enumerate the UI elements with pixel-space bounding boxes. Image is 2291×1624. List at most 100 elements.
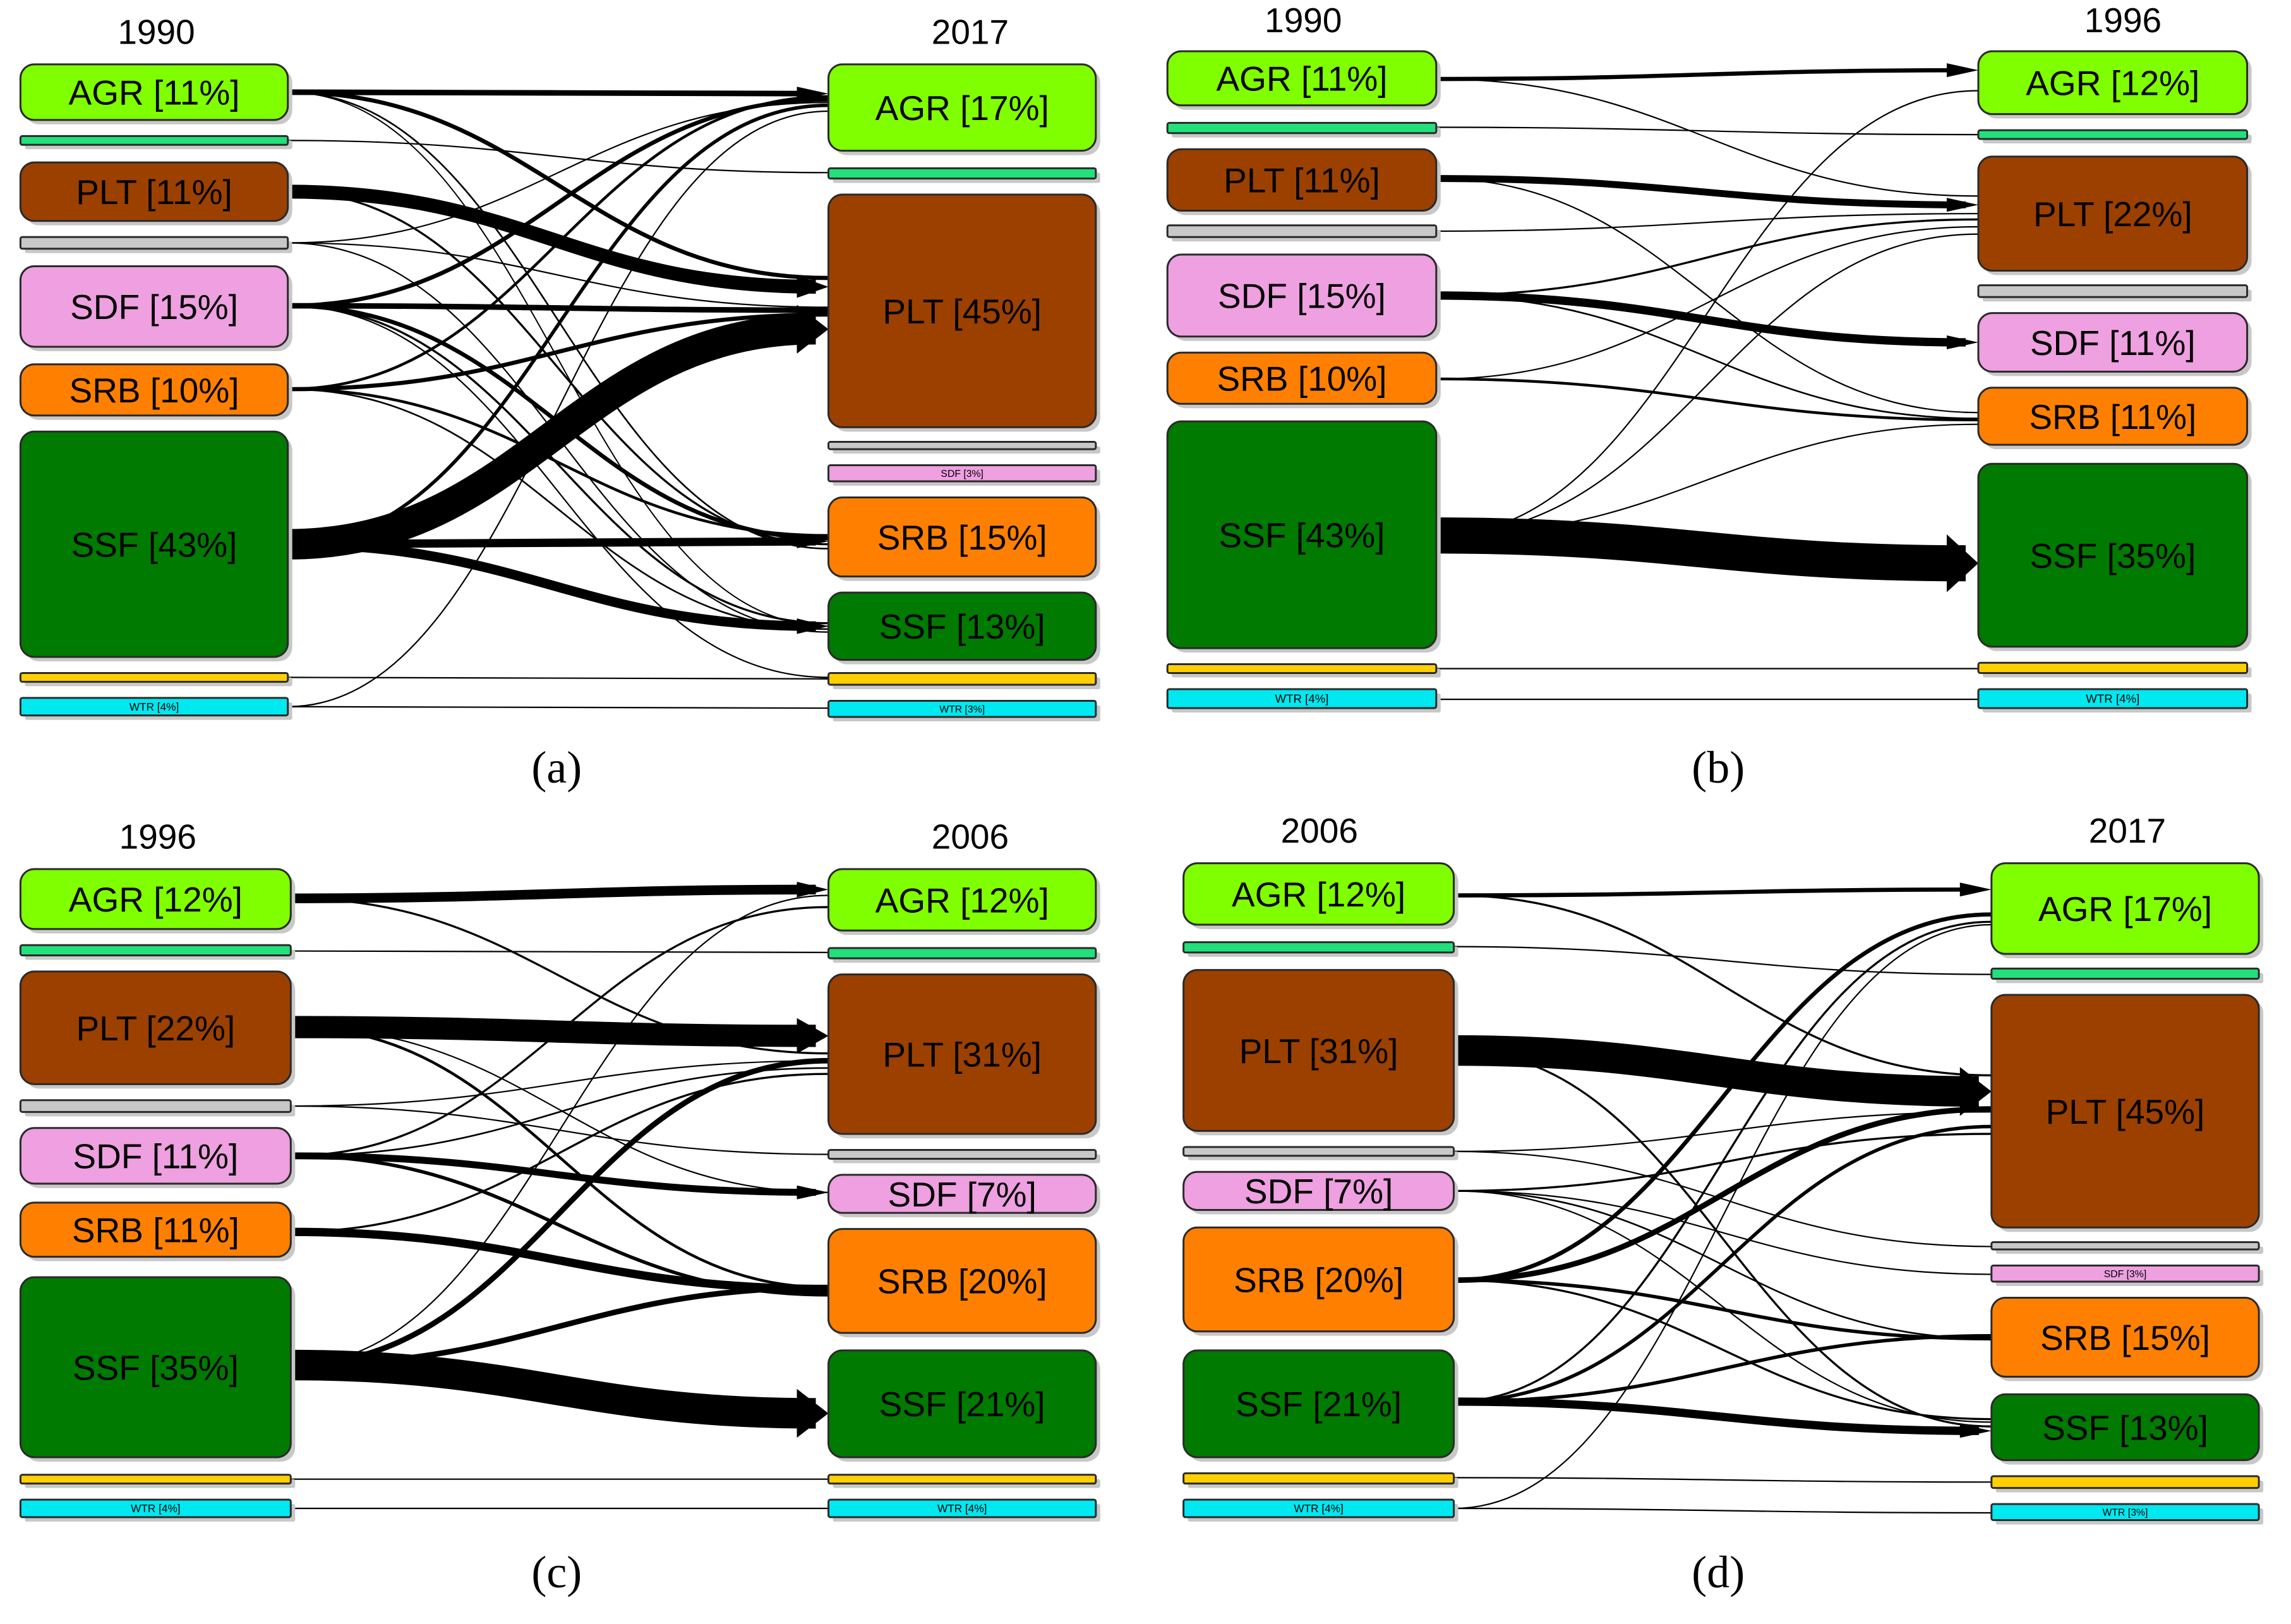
flow-arrowhead [797,275,829,298]
flow-ssf-to-srb [1453,1333,1992,1404]
node-label: SDF [11%] [73,1137,238,1176]
flow-arrowhead [797,881,829,898]
node-plt-left: PLT [22%] [19,970,296,1089]
node-label: SDF [11%] [2030,323,2196,363]
node-label: WTR [4%] [1294,1502,1343,1515]
flow-agr-to-srb [287,91,829,550]
node-agr-left: AGR [12%] [1182,862,1458,929]
node-ssf-right: SSF [13%] [827,591,1100,665]
node-box [19,363,289,417]
flow-arrowhead [1946,534,1978,592]
flow-ssf-to-srb [1436,423,1978,536]
node-box [827,1474,1097,1485]
node-box [19,1099,292,1113]
node-label: SDF [3%] [941,469,983,479]
node-label: SRB [15%] [2040,1318,2210,1357]
node-gry-right [1990,1241,2264,1254]
node-ssf-right: SSF [13%] [1990,1393,2264,1465]
flow-arrowhead [797,534,829,548]
node-mnt-left [1166,122,1441,138]
flow-sdf-to-srb [1436,294,1978,419]
node-box [19,430,289,658]
flow-arrowhead [1959,1067,1992,1116]
node-box [19,970,292,1085]
node-box [19,944,292,956]
node-label: PLT [45%] [882,292,1042,331]
node-label: SRB [20%] [877,1262,1047,1301]
node-plt-right: PLT [22%] [1977,155,2252,275]
node-label: SSF [35%] [73,1348,239,1387]
node-box [1166,351,1438,405]
node-box [1990,967,2260,980]
flow-arrowhead [1946,198,1978,212]
flow-srb-to-ssf [287,388,829,630]
node-sdf-left: SDF [11%] [19,1127,296,1188]
node-box [19,697,289,717]
node-yel-left [19,671,292,687]
flow-ssf-to-ssf [291,1349,816,1429]
flow-mnt-to-mnt [1453,946,1992,975]
node-box [1977,284,2249,298]
node-label: AGR [11%] [69,73,240,112]
node-plt-left: PLT [31%] [1182,969,1458,1136]
node-box [827,496,1097,578]
node-box [1990,862,2260,955]
node-sdf-right: SDF [11%] [1977,312,2252,376]
node-box [1182,1472,1455,1485]
node-box [827,1149,1097,1160]
flow-wtr-to-wtr [287,706,829,709]
flow-plt-to-plt [291,1016,816,1047]
node-box [1990,1503,2260,1522]
node-label: SSF [21%] [1236,1385,1402,1424]
node-box [19,265,289,348]
flow-srb-to-srb [291,1227,829,1294]
node-wtr-left: WTR [4%] [19,1498,296,1522]
flow-gry-to-gry [1453,1150,1992,1248]
node-label: SSF [21%] [879,1385,1045,1424]
node-agr-left: AGR [11%] [1166,50,1441,110]
node-box [827,1228,1097,1334]
node-mnt-right [1990,967,2264,983]
flow-sdf-to-sdf [1436,291,1966,347]
node-label: AGR [12%] [69,880,243,919]
node-box [19,868,292,930]
panel-caption: (d) [1692,1547,1745,1597]
node-box [827,63,1097,152]
node-label: AGR [12%] [1232,875,1405,914]
flow-gry-to-plt [291,1060,829,1107]
node-srb-right: SRB [11%] [1977,387,2252,450]
node-srb-right: SRB [15%] [827,496,1100,581]
node-wtr-left: WTR [4%] [19,697,292,720]
flow-gry-to-plt [1453,1111,1992,1152]
node-label: SDF [7%] [1244,1172,1393,1211]
flow-arrowhead [797,304,829,354]
node-box [19,63,289,121]
node-box [19,671,289,683]
flow-srb-to-plt [1436,226,1978,380]
node-plt-right: PLT [45%] [1990,994,2264,1232]
flow-agr-to-agr [287,89,816,97]
flow-gry-to-plt [287,242,829,308]
flow-srb-to-srb [1453,1278,1992,1341]
node-plt-right: PLT [45%] [827,193,1100,432]
flow-ssf-to-agr [291,894,829,1366]
flow-wtr-to-wtr [1453,1507,1992,1514]
node-label: SSF [43%] [71,525,238,564]
node-box [1990,994,2260,1229]
flow-agr-to-agr [1436,68,1966,81]
flow-ssf-to-srb [291,1284,829,1368]
node-ssf-right: SSF [35%] [1977,462,2252,651]
node-label: SSF [13%] [879,607,1045,646]
flow-yel-to-yel [1453,1477,1992,1483]
node-box [1977,155,2249,272]
flow-arrowhead [797,1018,829,1054]
flow-agr-to-agr [1453,887,1979,898]
node-box [1182,1170,1455,1212]
right-year-label: 2006 [932,817,1009,856]
node-box [1182,941,1455,954]
left-year-label: 1990 [117,12,195,51]
flow-plt-to-ssf [1453,1049,1992,1428]
node-label: SDF [3%] [2104,1269,2147,1280]
right-year-label: 1996 [2084,1,2162,40]
node-wtr-right: WTR [3%] [827,699,1100,721]
